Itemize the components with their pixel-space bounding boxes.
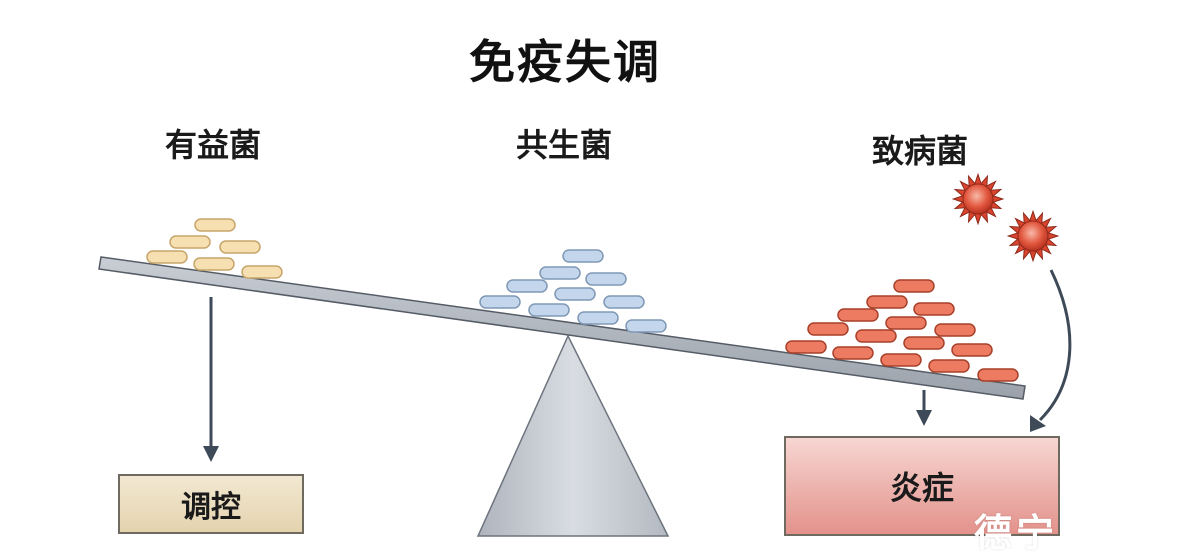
beneficial-bacterium [219,240,261,254]
commensal-bacterium [506,279,548,293]
commensal-bacterium [577,311,619,325]
commensal-bacterium [603,295,645,309]
inflammation-label: 炎症 [889,469,954,507]
pathogenic-bacterium [893,279,935,293]
pathogenic-bacterium [855,329,897,343]
beneficial-bacterium [146,250,188,264]
regulate-box: 调控 [118,474,304,534]
pathogenic-bacteria-pile [785,279,1019,382]
pathogenic-bacterium [951,343,993,357]
commensal-bacterium [554,287,596,301]
pathogenic-bacterium [885,316,927,330]
pathogen-virus-icon [951,172,1005,226]
commensal-bacterium [539,266,581,280]
curved-arrow-pathogen-to-inflammation [1038,269,1072,422]
pathogenic-bacterium [903,336,945,350]
pathogenic-bacterium [913,302,955,316]
beneficial-bacterium [169,235,211,249]
arrowhead-curved-icon [1030,415,1046,432]
pathogenic-bacterium [837,308,879,322]
pathogenic-bacterium [880,353,922,367]
beneficial-bacterium [194,218,236,232]
label-commensal-bacteria: 共生菌 [515,126,612,164]
inflammation-box: 炎症 [784,436,1060,536]
commensal-bacterium [479,295,521,309]
regulate-label: 调控 [181,490,241,525]
commensal-bacterium [585,272,627,286]
commensal-bacterium [528,303,570,317]
diagram-title: 免疫失调 [469,35,661,89]
pathogenic-bacterium [807,322,849,336]
pathogenic-bacterium [934,323,976,337]
commensal-bacterium [625,319,667,333]
commensal-bacterium [562,249,604,263]
pathogen-viruses [951,172,1060,263]
arrowhead-inflammation-icon [916,410,932,426]
pathogenic-bacterium [832,346,874,360]
seesaw-fulcrum [476,334,670,537]
pathogenic-bacterium [785,340,827,354]
label-beneficial-bacteria: 有益菌 [164,126,261,164]
beneficial-bacterium [241,265,283,279]
pathogenic-bacterium [866,295,908,309]
seesaw-beam [98,256,1026,400]
label-pathogenic-bacteria: 致病菌 [871,132,968,170]
pathogenic-bacterium [928,359,970,373]
arrowhead-regulate-icon [203,446,219,462]
commensal-bacteria-pile [479,249,667,333]
pathogen-virus-icon [1006,209,1060,263]
watermark: 德宁 [974,511,1059,555]
beneficial-bacterium [193,257,235,271]
beneficial-bacteria-pile [146,218,283,279]
pathogenic-bacterium [977,368,1019,382]
